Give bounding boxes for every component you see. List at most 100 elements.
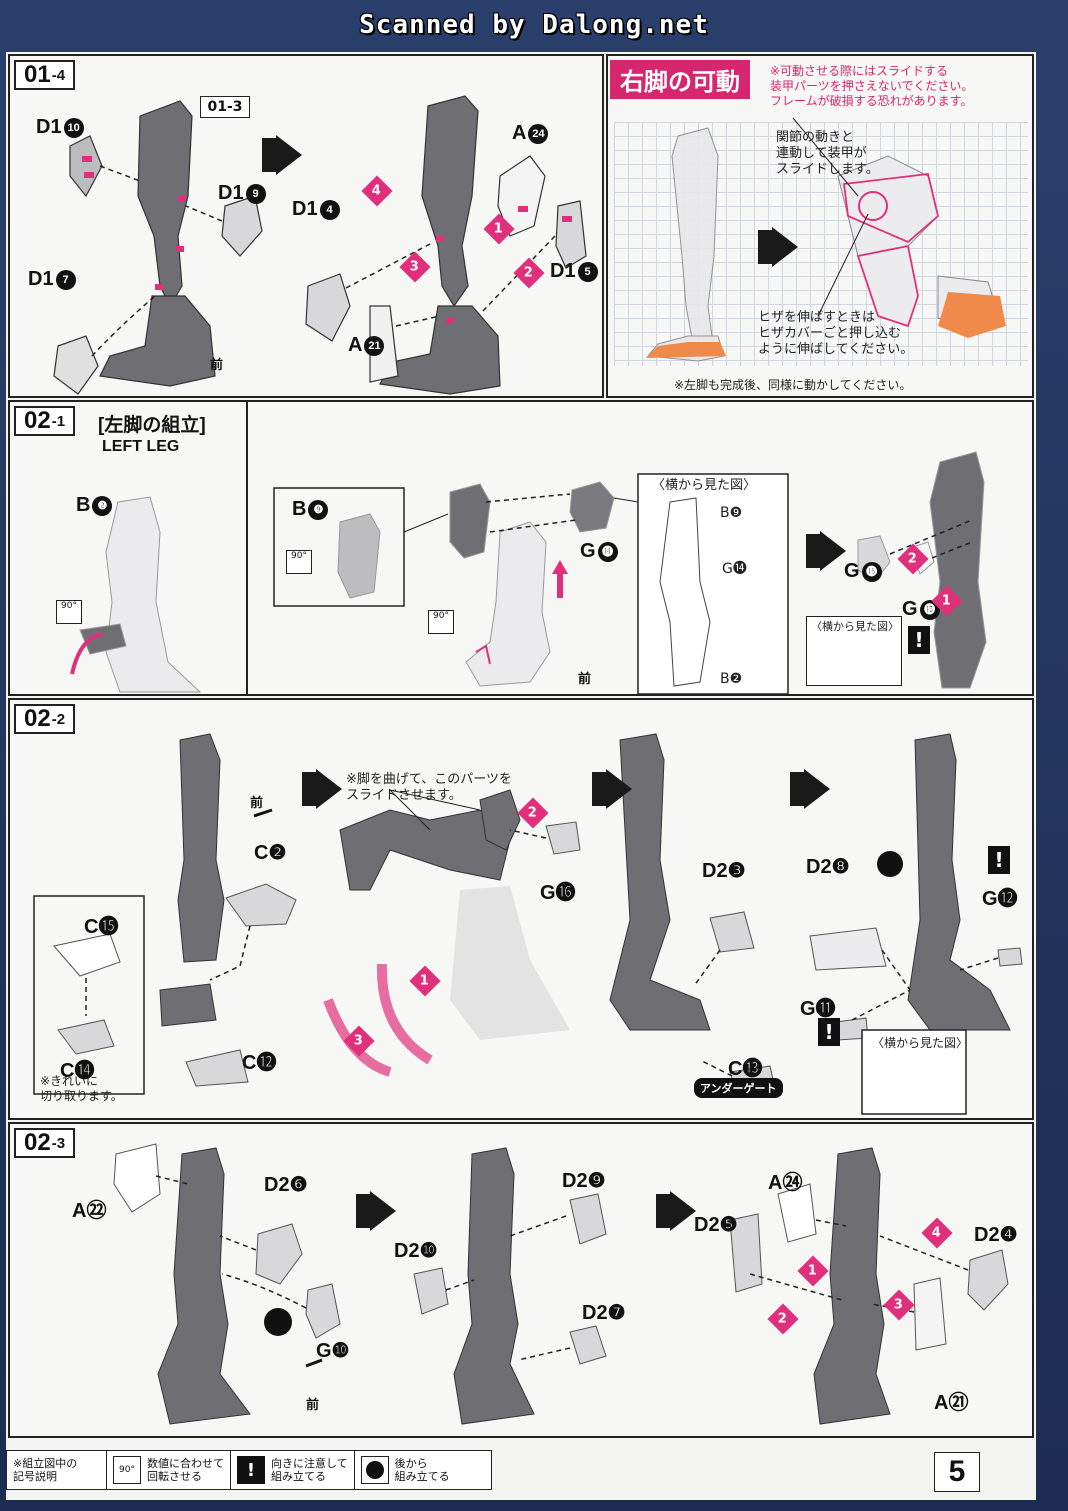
step-label-01-4: 01-4: [14, 60, 76, 90]
part-label-c15: C⓯: [84, 916, 119, 938]
trim-note: ※きれいに 切り取ります。: [40, 1074, 123, 1103]
movement-arrow-head: [772, 227, 798, 267]
movement-arrow: [758, 230, 772, 264]
next-arrow-head-3: [804, 769, 830, 809]
legend-later: 後から 組み立てる: [355, 1451, 456, 1489]
right-leg-figure: [646, 117, 1006, 362]
front-label: 前: [578, 671, 592, 686]
rotate-icon-1: 90°: [56, 600, 82, 624]
step-sub: -3: [51, 1134, 66, 1152]
legend-rotate: 90° 数値に合わせて 回転させる: [107, 1451, 231, 1489]
next-arrow-3: [790, 772, 804, 806]
part-label-d2-9: D2❾: [562, 1170, 606, 1192]
side-b9: B❾: [720, 505, 743, 521]
part-num: ❷: [92, 495, 113, 516]
frame-figure-02-1: [70, 451, 987, 694]
later-assemble-icon: [360, 1456, 389, 1484]
divider: [246, 402, 248, 694]
next-arrow-2: [656, 1194, 670, 1228]
part-label-d2-3: D2❸: [702, 860, 746, 882]
rotate-icon: 90°: [113, 1456, 141, 1484]
rotate-degree: 90°: [433, 611, 449, 621]
next-arrow-head-2: [670, 1191, 696, 1231]
part-letter: B: [76, 494, 91, 516]
part-letter: B: [292, 498, 307, 520]
step-label-02-1: 02-1: [14, 406, 76, 436]
knee-note: ヒザを伸ばすときは ヒザカバーごと押し込む ように伸ばしてください。: [758, 310, 914, 357]
left-leg-title-jp: [左脚の組立]: [98, 415, 206, 436]
rotate-degree: 90°: [61, 601, 77, 611]
rotate-degree: 90°: [119, 1464, 135, 1475]
right-leg-title: 右脚の可動: [610, 60, 750, 99]
legend-rotate-text: 数値に合わせて 回転させる: [147, 1457, 224, 1483]
part-label-d2-8: D2❽: [806, 856, 850, 878]
caution-icon-1: !: [988, 846, 1010, 874]
ref-tag-text: 01-3: [207, 99, 243, 115]
next-arrow-2: [592, 772, 606, 806]
front-label: 前: [306, 1397, 320, 1412]
part-label-d2-4: D2❹: [974, 1224, 1018, 1246]
panel-right-leg-movement: 右脚の可動 ※可動させる際にはスライドする 装甲パーツを押さえないでください。 …: [606, 54, 1034, 398]
part-label-d2-6: D2❻: [264, 1174, 308, 1196]
part-label-c14: C⓮: [60, 1060, 95, 1082]
part-label-c12: C⓬: [242, 1052, 277, 1074]
exclamation-icon: !: [237, 1456, 265, 1484]
part-num: ❾: [308, 499, 329, 520]
part-letter: G: [902, 598, 918, 620]
part-label-g11: G⓫: [800, 998, 836, 1020]
part-label-g10: G❿: [316, 1340, 350, 1362]
right-leg-warning: ※可動させる際にはスライドする 装甲パーツを押さえないでください。 フレームが破…: [770, 64, 974, 108]
left-leg-note: ※左脚も完成後、同様に動かしてください。: [674, 378, 912, 392]
step-sub: -4: [51, 66, 66, 84]
panel-step-01-4: 01-4 01-3: [8, 54, 604, 398]
side-g14: G⓮: [722, 561, 747, 577]
slide-instruction: ※脚を曲げて、このパーツを スライドさせます。: [346, 772, 512, 803]
step-number: 01: [24, 61, 51, 88]
undergate-label: アンダーゲート: [694, 1078, 783, 1098]
rotate-icon-2: 90°: [286, 550, 312, 574]
rotate-icon-3: 90°: [428, 610, 454, 634]
side-view-label: 〈横から見た図〉: [652, 478, 757, 493]
step-number: 02: [24, 705, 51, 732]
legend-later-text: 後から 組み立てる: [394, 1457, 450, 1483]
scan-banner: Scanned by Dalong.net: [359, 10, 709, 40]
part-label-d2-10: D2❿: [394, 1240, 438, 1262]
step-sub: -2: [51, 710, 66, 728]
step-label-02-2: 02-2: [14, 704, 76, 734]
legend-direction: ! 向きに注意して 組み立てる: [231, 1451, 355, 1489]
slide-note: 関節の動きと 連動して装甲が スライドします。: [776, 130, 879, 177]
left-leg-title-en: LEFT LEG: [102, 438, 180, 455]
part-label-a24: A㉔: [768, 1172, 803, 1194]
caution-icon-2: !: [818, 1018, 840, 1046]
part-label-a22: A㉒: [72, 1200, 107, 1222]
leg-figure-02-3: [113, 1143, 1009, 1425]
next-arrow-head: [820, 531, 846, 571]
step-number: 02: [24, 407, 51, 434]
part-label-g16: G⓰: [540, 882, 576, 904]
legend-direction-text: 向きに注意して 組み立てる: [271, 1457, 348, 1483]
side-view-label-2: 〈横から見た図〉: [811, 620, 899, 633]
part-label-a21: A㉑: [934, 1392, 969, 1414]
part-label-c13: C⓭: [728, 1058, 763, 1080]
side-b2: B❷: [720, 671, 743, 687]
next-arrow: [806, 534, 820, 568]
symbol-legend: ※組立図中の 記号説明 90° 数値に合わせて 回転させる ! 向きに注意して …: [6, 1450, 492, 1490]
next-arrow-1: [302, 772, 316, 806]
side-view-label: 〈横から見た図〉: [872, 1036, 969, 1050]
side-view-inset: 〈横から見た図〉: [806, 616, 902, 686]
front-label: 前: [210, 357, 224, 372]
step-number: 02: [24, 1129, 51, 1156]
part-num: ⓯: [861, 561, 882, 582]
